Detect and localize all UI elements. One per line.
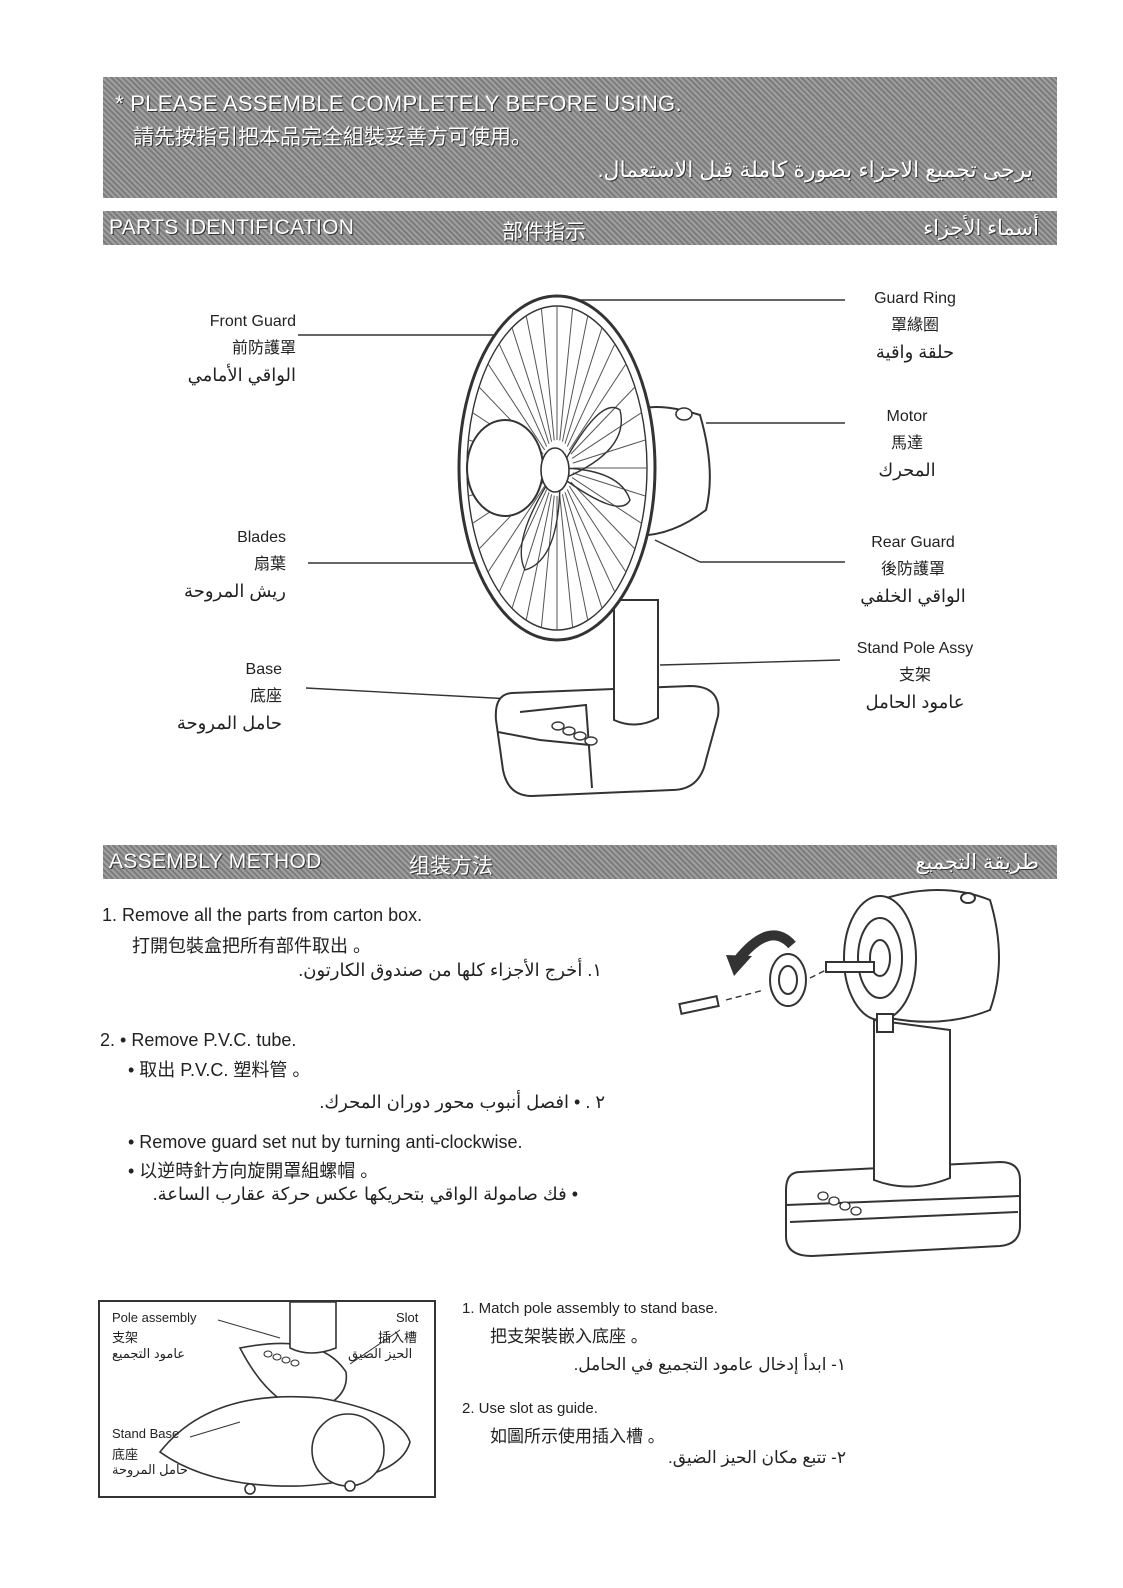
substeps: 1. Match pole assembly to stand base. 把支… xyxy=(462,1300,862,1470)
pole-base-inset: Pole assembly 支架 عامود التجميع Slot 插入槽 … xyxy=(98,1300,436,1498)
